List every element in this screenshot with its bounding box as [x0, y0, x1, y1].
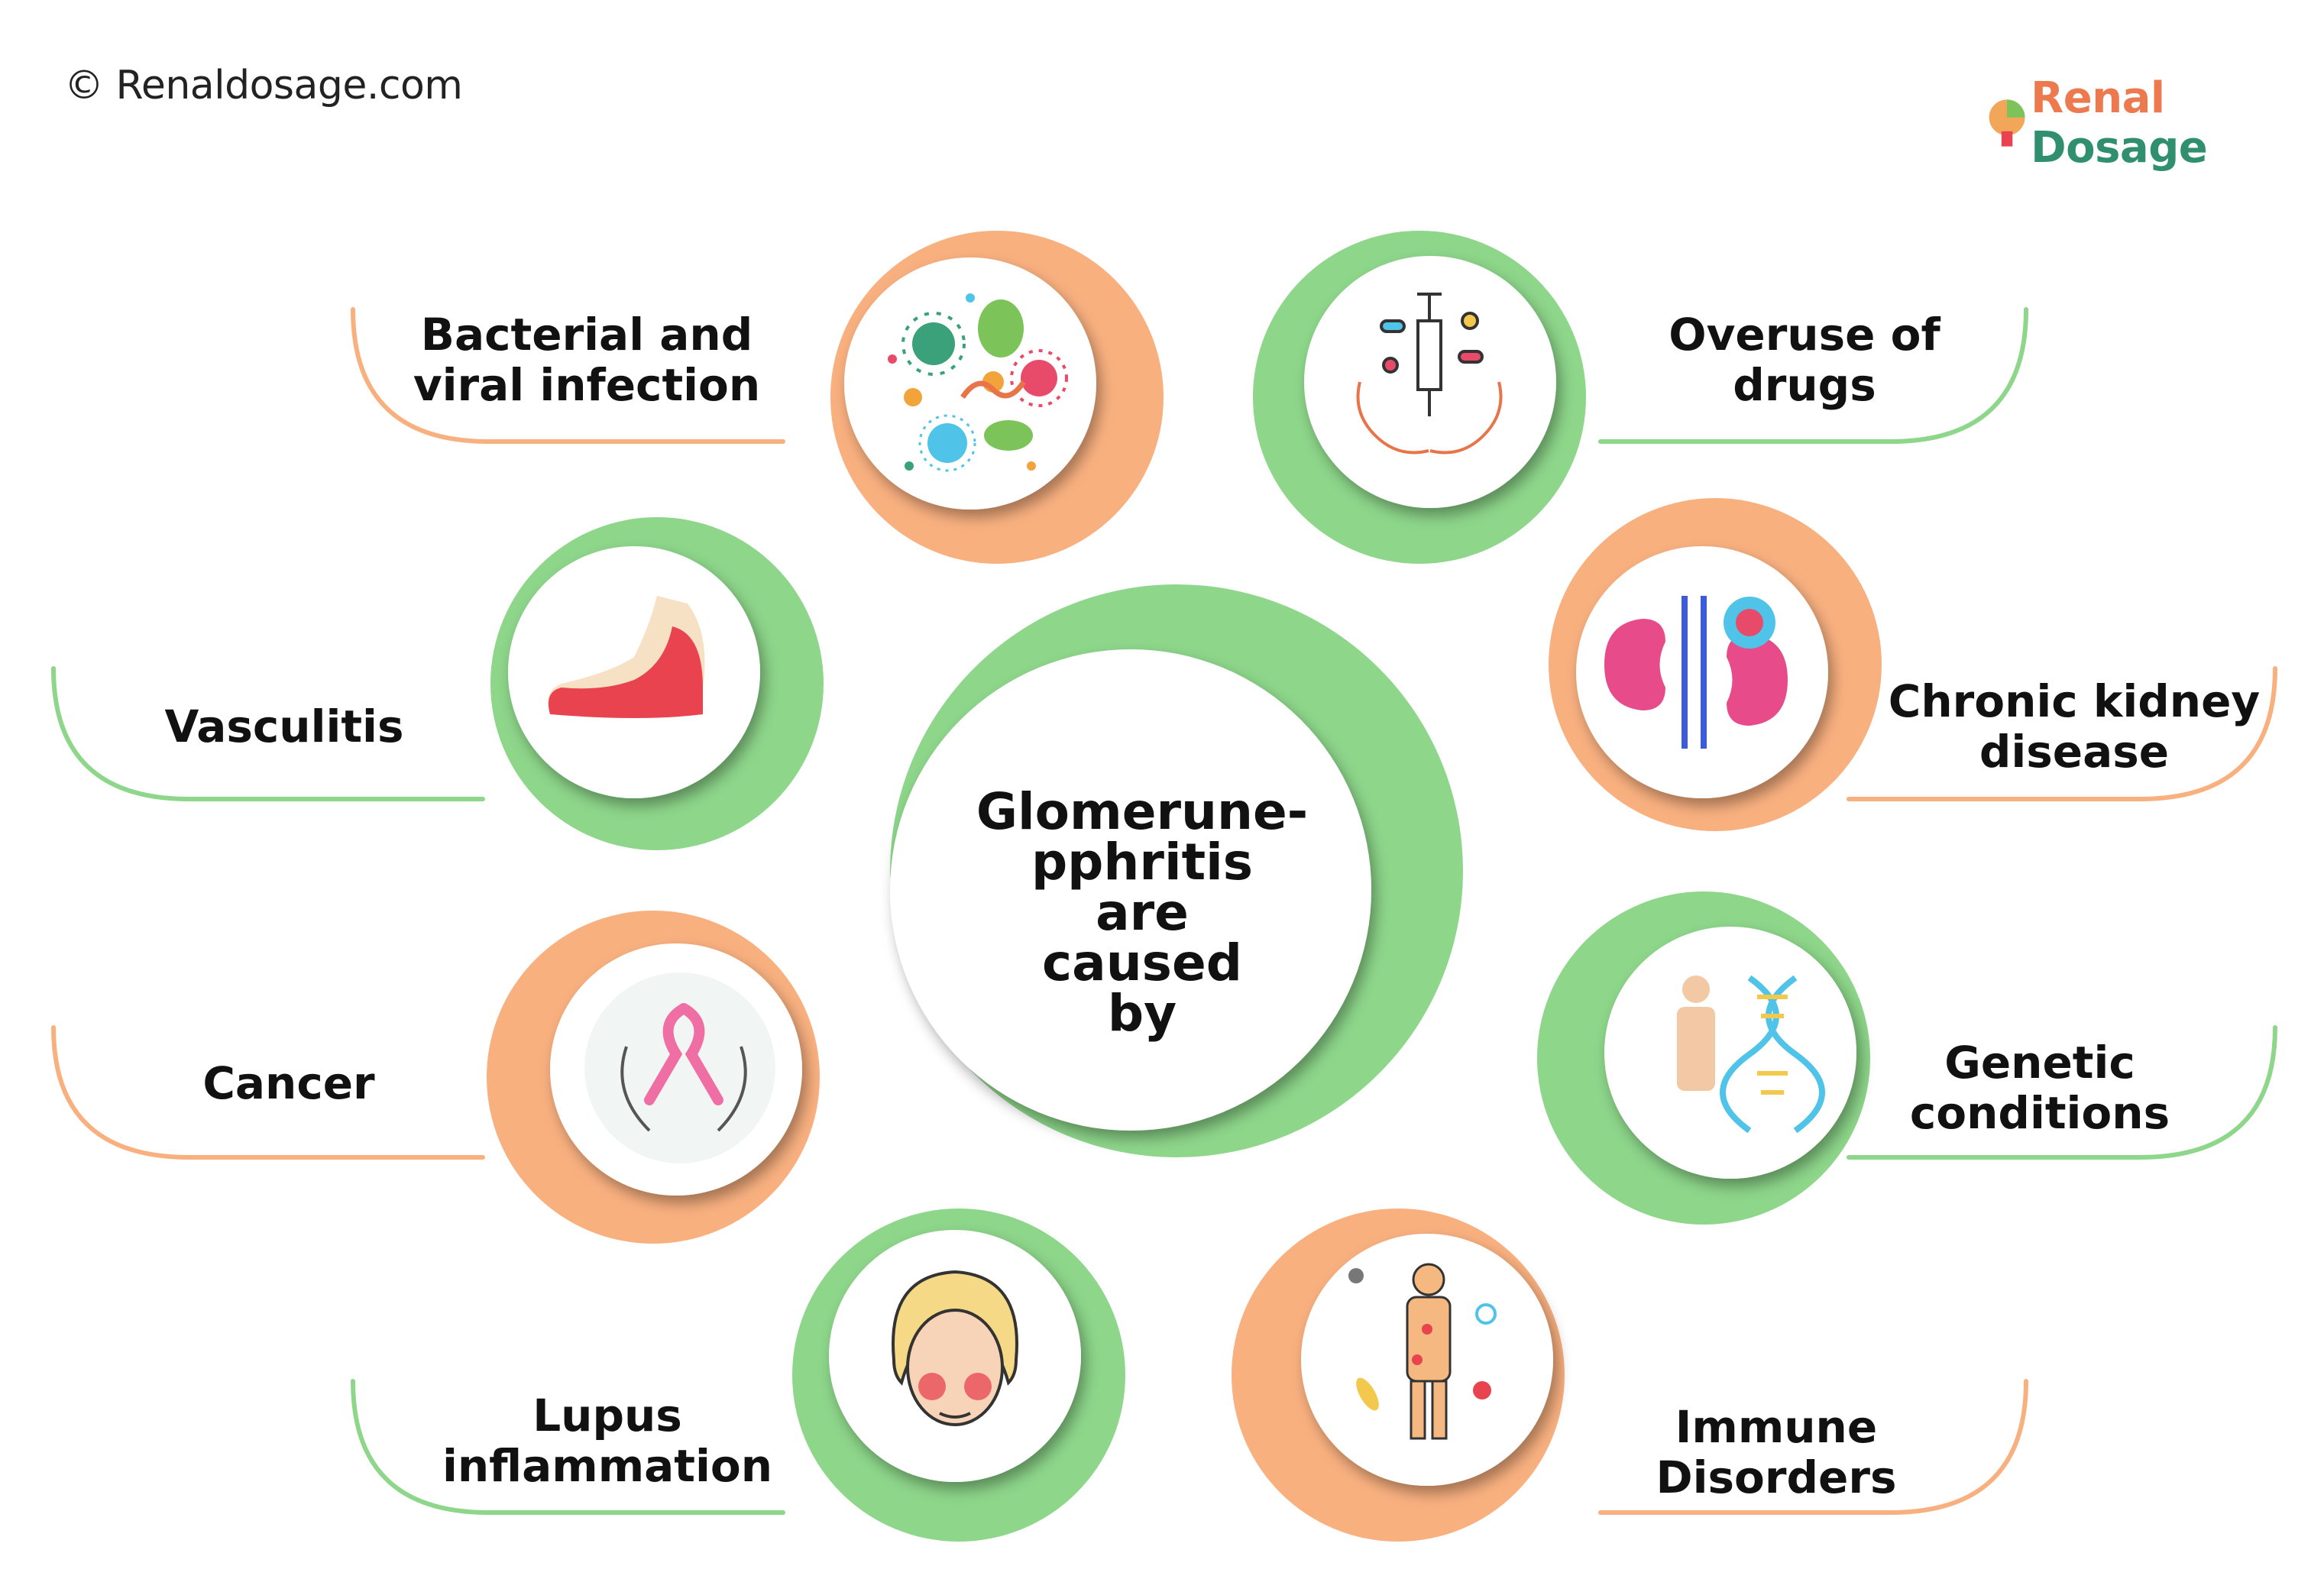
logo-word-renal: Renal — [2031, 73, 2165, 123]
node-vasculitis — [490, 517, 824, 850]
center-circle — [890, 584, 1463, 1157]
brand-logo[interactable]: Renal Dosage — [1986, 73, 2324, 173]
node-bacterial — [830, 231, 1164, 564]
cancer-ribbon-hands-icon — [584, 972, 775, 1163]
logo-word-dosage: Dosage — [2031, 123, 2208, 173]
center-title-line: are — [1096, 883, 1189, 942]
bacteria-virus-icon — [888, 293, 1068, 472]
center-title: Glomerune- pphritis are caused by — [928, 787, 1356, 1039]
node-lupus — [792, 1209, 1125, 1542]
connector-vasculitis — [51, 666, 485, 801]
node-genetic — [1537, 891, 1870, 1225]
connector-ckd — [1847, 666, 2277, 801]
center-title-line: pphritis — [1031, 833, 1254, 891]
label-cancer: Cancer — [202, 1057, 375, 1109]
node-cancer — [487, 911, 820, 1244]
node-drugs — [1253, 231, 1586, 564]
connector-genetic — [1847, 1025, 2277, 1160]
node-ckd — [1549, 498, 1882, 831]
connector-cancer — [51, 1025, 485, 1160]
immune-body-icon — [1348, 1263, 1497, 1440]
center-title-line: caused — [1042, 934, 1242, 992]
connector-bacterial — [351, 307, 785, 444]
copyright-text: © Renaldosage.com — [64, 63, 463, 108]
inflamed-foot-icon — [548, 596, 705, 718]
center-title-line: Glomerune- — [976, 782, 1309, 841]
label-vasculitis: Vasculitis — [164, 701, 404, 752]
kidney-disease-icon — [1604, 596, 1788, 749]
renal-logo-icon — [1989, 99, 2025, 147]
node-immune — [1232, 1209, 1565, 1542]
center-title-line: by — [1107, 984, 1177, 1043]
connector-lupus — [351, 1379, 785, 1515]
connector-immune — [1598, 1379, 2028, 1515]
connector-lines — [51, 307, 2277, 1515]
connector-drugs — [1598, 307, 2028, 444]
dna-human-icon — [1677, 975, 1825, 1134]
syringe-pills-hands-icon — [1356, 293, 1503, 455]
lupus-face-icon — [892, 1270, 1018, 1426]
